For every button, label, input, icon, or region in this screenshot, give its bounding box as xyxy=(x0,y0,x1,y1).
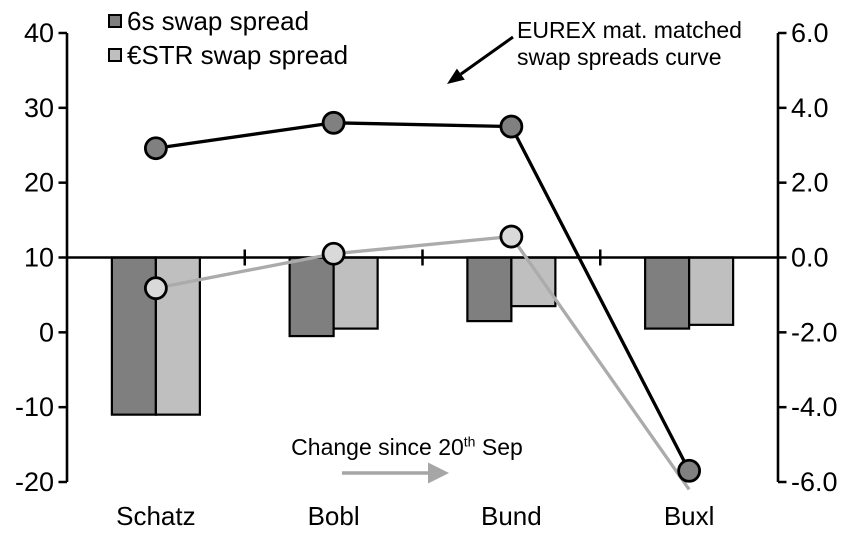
legend-swatch-6s-icon xyxy=(108,14,122,28)
left-axis-tick-label-40: 40 xyxy=(24,18,54,48)
change-since-superscript: th xyxy=(463,433,476,450)
legend-label-6s: 6s swap spread xyxy=(127,6,310,36)
bar-6s-swap-spread-bobl xyxy=(288,256,335,338)
right-axis-tick-label-4.0: 4.0 xyxy=(791,93,829,123)
right-axis-tick-label--2.0: -2.0 xyxy=(791,317,838,347)
legend-label-estr: €STR swap spread xyxy=(127,40,349,70)
left-axis-tick-label-30: 30 xyxy=(24,93,54,123)
right-axis-tick-label--6.0: -6.0 xyxy=(791,467,838,497)
marker-str-swap-spread-curve-bund xyxy=(499,224,524,249)
curve-annotation-line1: EUREX mat. matched xyxy=(517,17,742,43)
change-since-label: Change since 20th Sep xyxy=(267,434,547,461)
marker-6s-swap-spread-curve-buxl xyxy=(677,458,702,483)
bar-6s-swap-spread-bund xyxy=(466,256,513,323)
right-axis-tick-label--4.0: -4.0 xyxy=(791,392,838,422)
category-label-buxl: Buxl xyxy=(664,501,715,531)
chart-legend: 6s swap spread €STR swap spread xyxy=(108,6,348,70)
marker-6s-swap-spread-curve-bund xyxy=(499,114,524,139)
category-label-bund: Bund xyxy=(481,501,542,531)
change-since-suffix: Sep xyxy=(475,434,523,460)
change-since-prefix: Change since 20 xyxy=(291,434,464,460)
marker-6s-swap-spread-curve-schatz xyxy=(143,136,168,161)
line-6s-swap-spread-curve xyxy=(155,121,691,472)
bar-str-swap-spread-buxl xyxy=(688,256,735,326)
left-axis-tick-label-10: 10 xyxy=(24,243,54,273)
legend-item-6s: 6s swap spread xyxy=(108,6,348,36)
bar-6s-swap-spread-buxl xyxy=(644,256,691,330)
left-axis-tick-label--20: -20 xyxy=(15,467,54,497)
left-axis-tick-label--10: -10 xyxy=(15,392,54,422)
marker-str-swap-spread-curve-schatz xyxy=(143,276,168,301)
right-axis-tick-label-6.0: 6.0 xyxy=(791,18,829,48)
bar-str-swap-spread-bobl xyxy=(332,256,379,330)
change-arrow-head xyxy=(428,462,449,484)
marker-6s-swap-spread-curve-bobl xyxy=(321,110,346,135)
annotation-arrow-head xyxy=(447,68,465,84)
curve-annotation: EUREX mat. matched swap spreads curve xyxy=(517,17,742,71)
category-label-bobl: Bobl xyxy=(308,501,360,531)
category-label-schatz: Schatz xyxy=(116,501,196,531)
annotation-arrow-shaft xyxy=(459,35,514,76)
line-str-swap-spread-curve xyxy=(155,234,691,491)
right-axis-tick-label-2.0: 2.0 xyxy=(791,168,829,198)
right-axis-tick-label-0.0: 0.0 xyxy=(791,243,829,273)
left-axis-tick-label-20: 20 xyxy=(24,168,54,198)
left-axis-tick-label-0: 0 xyxy=(39,317,54,347)
legend-swatch-estr-icon xyxy=(108,48,122,62)
marker-str-swap-spread-curve-bobl xyxy=(321,241,346,266)
bar-str-swap-spread-bund xyxy=(510,256,557,308)
legend-item-estr: €STR swap spread xyxy=(108,40,348,70)
curve-annotation-line2: swap spreads curve xyxy=(517,44,722,70)
